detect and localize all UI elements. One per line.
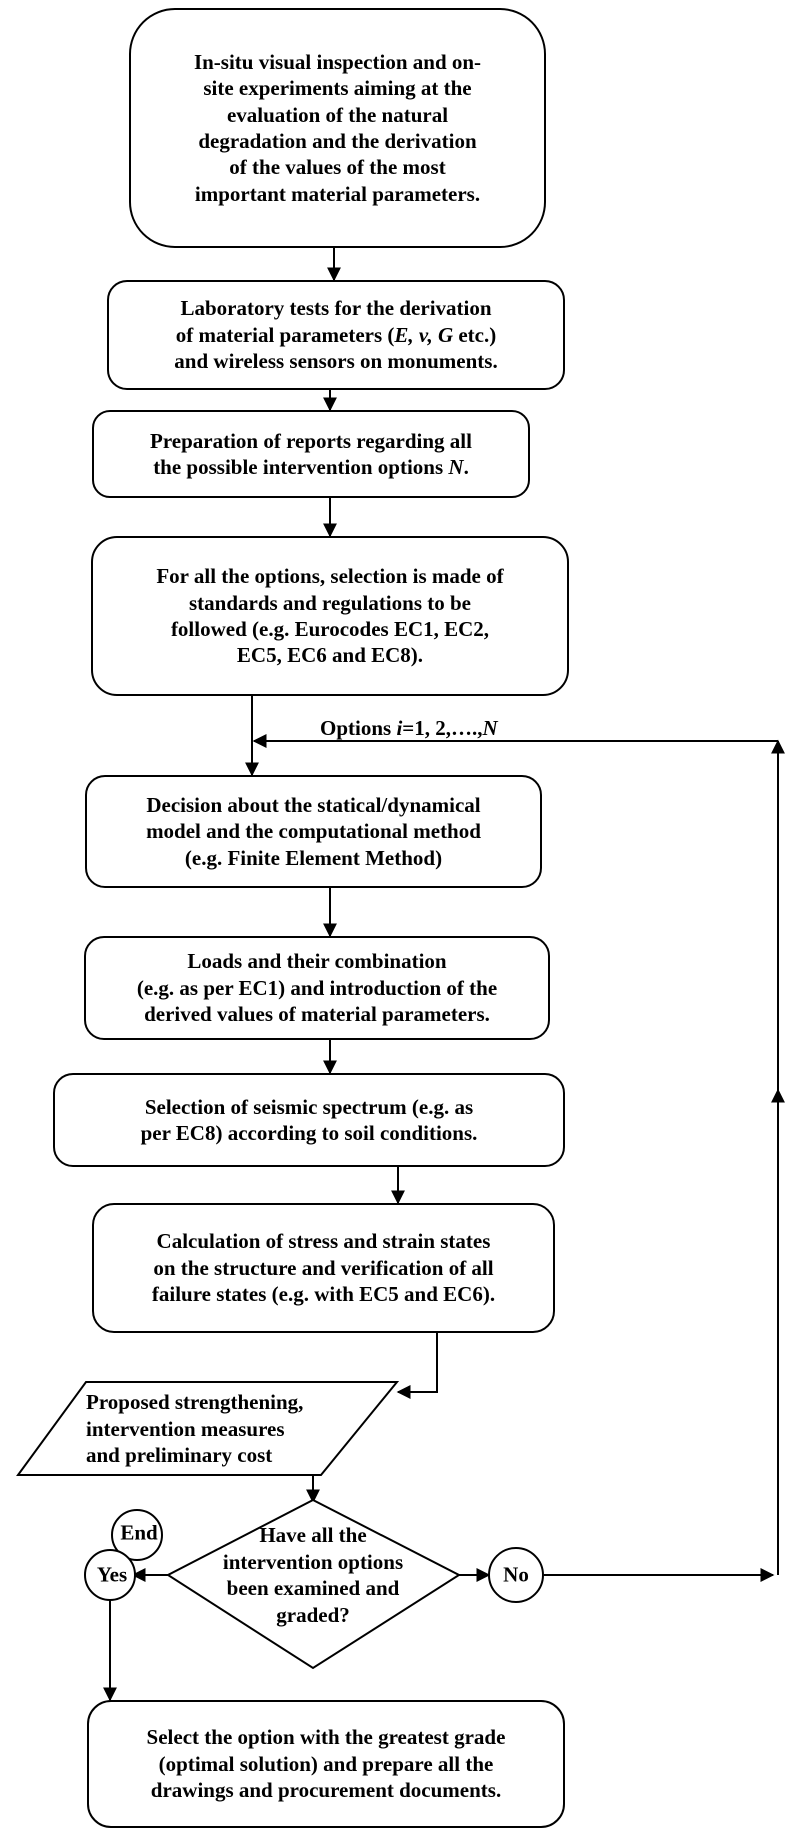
reports-line-2: the possible intervention options N. [153,455,469,479]
step-inspection: In-situ visual inspection and on- site e… [129,8,546,248]
step-final: Select the option with the greatest grad… [87,1700,565,1828]
inspection-line-5: of the values of the most [229,155,446,180]
end-label: End [120,1520,158,1545]
no-circle [488,1547,544,1603]
step-standards: For all the options, selection is made o… [91,536,569,696]
lab-line-3: and wireless sensors on monuments. [174,349,498,374]
loads-line-1: Loads and their combination [187,949,447,974]
standards-line-3: followed (e.g. Eurocodes EC1, EC2, [170,617,490,641]
loop-options-label: Options i=1, 2,….,N [320,716,498,740]
lab-line-2: of material parameters (E, v, G etc.) [175,322,497,347]
loads-line-3: derived values of material parameters. [144,1002,490,1027]
inspection-line-2: site experiments aiming at the [203,76,472,101]
step-seismic: Selection of seismic spectrum (e.g. as p… [53,1073,565,1167]
decision-text: Have all the intervention options been e… [178,1522,448,1629]
step-reports: Preparation of reports regarding all the… [92,410,530,498]
inspection-line-4: degradation and the derivation [198,129,477,153]
model-line-3: (e.g. Finite Element Method) [184,845,443,870]
step-lab-tests: Laboratory tests for the derivation of m… [107,280,565,390]
loads-line-2: (e.g. as per EC1) and introduction of th… [136,975,498,1000]
inspection-line-6: important material parameters. [194,181,481,206]
lab-line-1: Laboratory tests for the derivation [180,296,492,321]
standards-line-1: For all the options, selection is made o… [156,564,504,589]
end-circle [111,1509,163,1561]
final-line-2: (optimal solution) and prepare all the [158,1751,494,1776]
proposed-text: Proposed strengthening, intervention mea… [86,1389,303,1469]
yes-label: Yes [96,1562,128,1587]
inspection-line-1: In-situ visual inspection and on- [193,49,482,74]
calculation-line-1: Calculation of stress and strain states [156,1229,491,1254]
step-loads: Loads and their combination (e.g. as per… [84,936,550,1040]
proposed-line-1: Proposed strengthening, [86,1390,304,1414]
decision-line-2: intervention options [222,1549,404,1574]
proposed-line-3: and preliminary cost [86,1443,273,1468]
final-line-3: drawings and procurement documents. [150,1778,502,1803]
decision-line-4: graded? [276,1602,350,1627]
standards-line-2: standards and regulations to be [188,590,471,615]
standards-line-4: EC5, EC6 and EC8). [236,643,424,668]
inspection-line-3: evaluation of the natural [226,102,449,127]
arrow-calculation-to-proposed [396,1333,438,1399]
final-line-1: Select the option with the greatest grad… [146,1725,506,1750]
model-line-2: model and the computational method [146,819,481,844]
model-line-1: Decision about the statical/dynamical [146,792,481,817]
no-label: No [503,1562,529,1587]
reports-line-1: Preparation of reports regarding all [150,428,472,453]
step-model: Decision about the statical/dynamical mo… [85,775,542,888]
seismic-line-2: per EC8) according to soil conditions. [140,1121,478,1145]
proposed-line-2: intervention measures [86,1416,285,1441]
lab-parameter-symbols: E, v, G [394,322,454,347]
decision-line-3: been examined and [226,1576,400,1601]
calculation-line-2: on the structure and verification of all [153,1255,494,1280]
yes-circle [84,1549,136,1601]
decision-line-1: Have all the [259,1523,367,1547]
calculation-line-3: failure states (e.g. with EC5 and EC6). [151,1282,496,1307]
proposed-parallelogram [16,1381,400,1476]
reports-n-symbol: N [448,455,464,479]
seismic-line-1: Selection of seismic spectrum (e.g. as [144,1094,474,1119]
step-calculation: Calculation of stress and strain states … [92,1203,555,1333]
decision-diamond [166,1498,462,1670]
